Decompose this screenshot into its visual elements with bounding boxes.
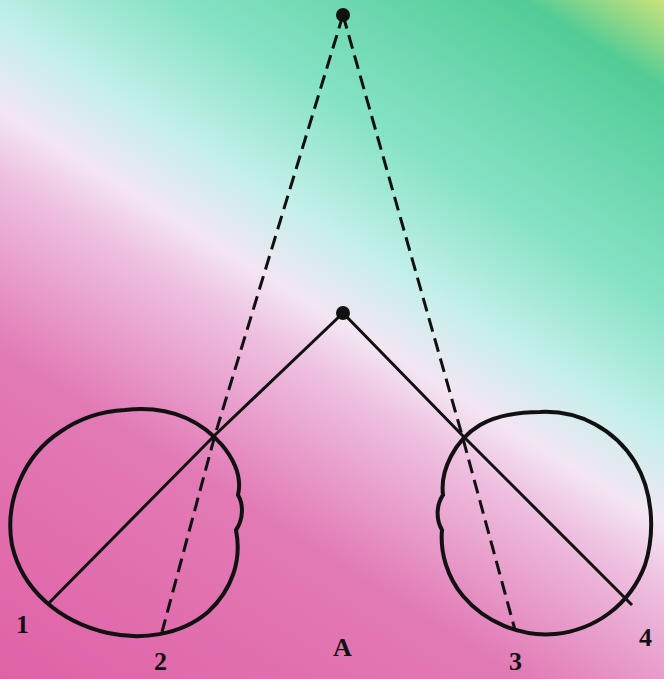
- sight-lines: [47, 15, 632, 632]
- near-line-right: [343, 313, 632, 605]
- far-line-left: [162, 15, 343, 632]
- near-line-left: [47, 313, 343, 605]
- far-point: [336, 8, 350, 22]
- eyeballs: [10, 409, 651, 636]
- callout-number: 4: [639, 625, 652, 651]
- right-eye: [438, 412, 652, 635]
- far-line-right: [343, 15, 515, 630]
- near-point: [336, 306, 350, 320]
- region-label: A: [333, 635, 352, 661]
- callout-number: 1: [16, 612, 29, 638]
- callout-number: 2: [154, 649, 167, 675]
- callout-number: 3: [509, 649, 522, 675]
